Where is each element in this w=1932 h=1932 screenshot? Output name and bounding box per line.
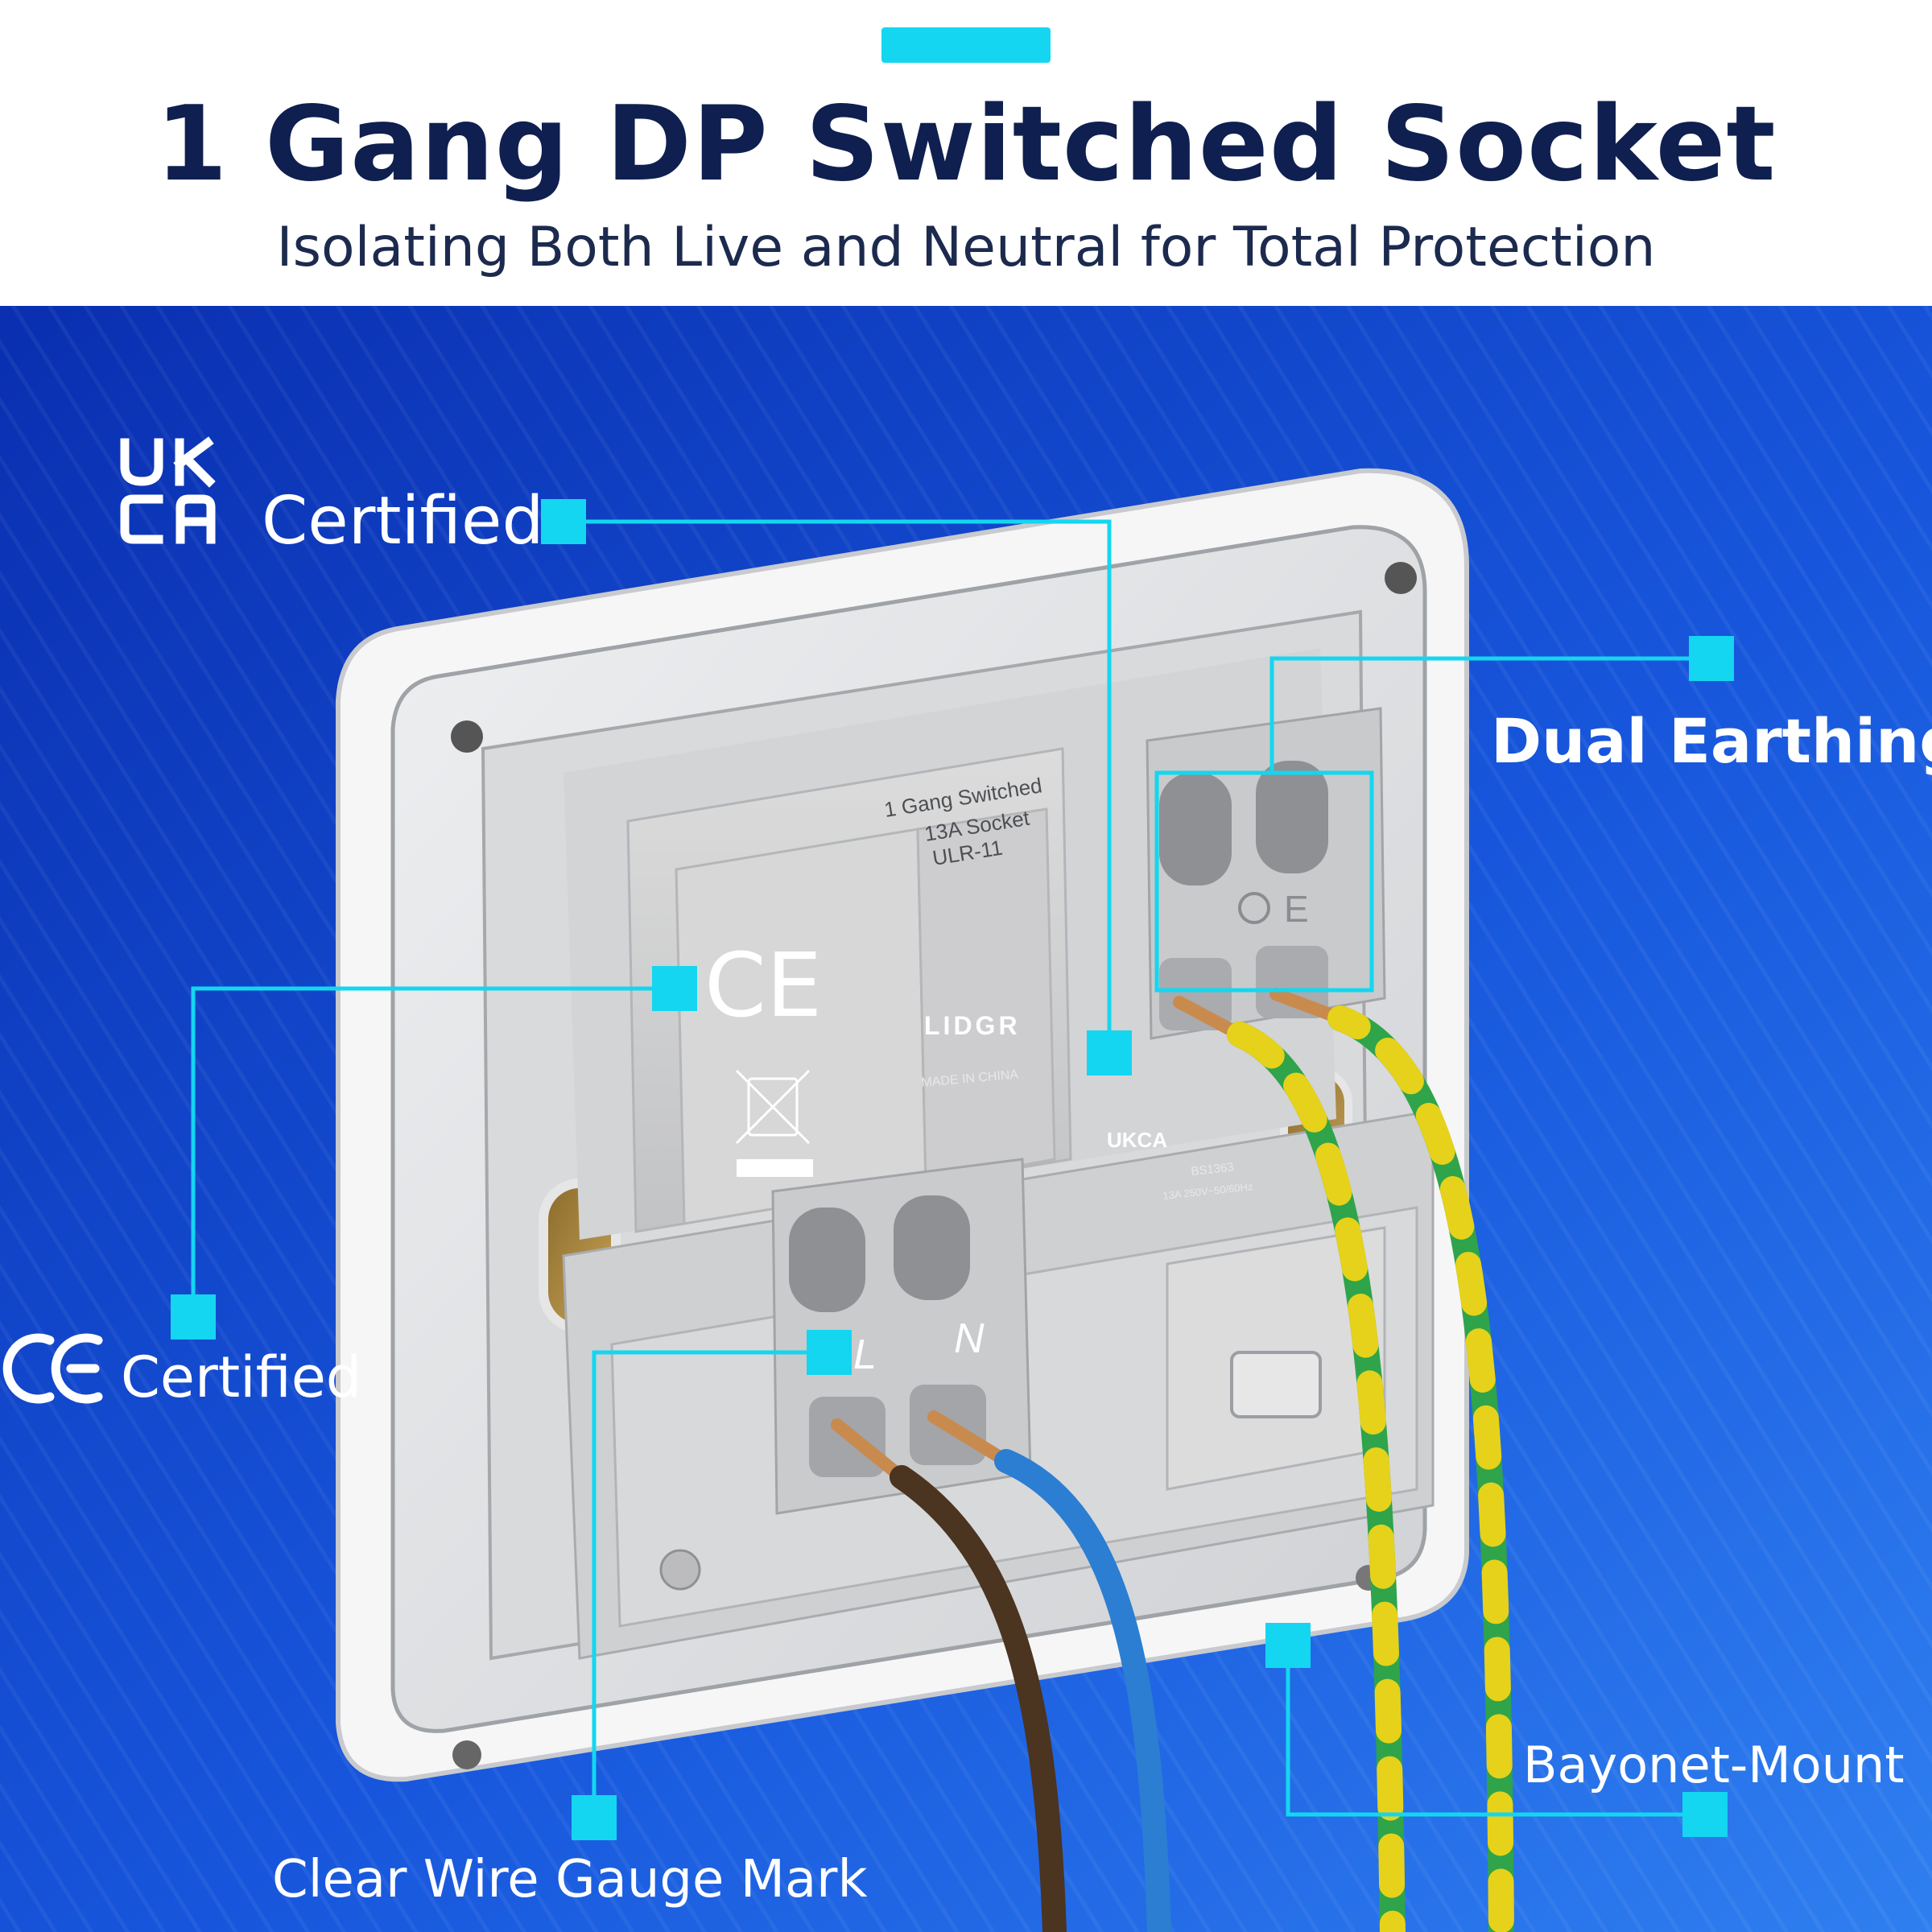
dual-earthing-label: Dual Earthing (1491, 705, 1932, 777)
accent-bar (881, 27, 1051, 63)
earth-wire-1-stripe (1227, 1022, 1406, 1932)
wires (831, 988, 1514, 1932)
ukca-mark-on-socket: UKCA (1107, 1128, 1167, 1152)
screw-hole-top-right (1385, 562, 1417, 594)
weee-bin-icon (735, 1069, 813, 1177)
callout-marker-bayonet-label (1682, 1792, 1728, 1837)
bayonet-mount-label: Bayonet-Mount (1523, 1736, 1905, 1794)
body-screw (659, 1549, 701, 1591)
screw-hole-top-left (451, 720, 483, 753)
socket-brand-mark: LIDGR (924, 1011, 1021, 1040)
page-subtitle: Isolating Both Live and Neutral for Tota… (276, 216, 1656, 279)
callout-marker-bayonet-product (1265, 1623, 1311, 1668)
callout-line-wire-gauge (592, 1350, 811, 1815)
callout-marker-wire-gauge-product (807, 1330, 852, 1375)
callout-line-ukca (564, 519, 1112, 1051)
callout-marker-wire-gauge-label (572, 1795, 617, 1840)
ce-logo (2, 1333, 103, 1404)
blue-neutral-wire (994, 1449, 1171, 1932)
switch-rocker (1230, 1351, 1322, 1418)
neutral-copper-core (927, 1410, 1013, 1468)
brown-live-wire (890, 1465, 1067, 1932)
header: 1 Gang DP Switched Socket Isolating Both… (0, 0, 1932, 306)
callout-marker-ukca-product (1087, 1030, 1132, 1075)
screw-hole-bottom-left (452, 1740, 481, 1769)
ukca-logo (120, 436, 216, 544)
callout-marker-ce-label (171, 1294, 216, 1340)
product-illustration: 1 Gang Switched 13A Socket ULR-11 LIDGR … (0, 306, 1932, 1932)
terminal-e-label: E (1284, 888, 1309, 930)
callout-lines (191, 519, 1727, 1817)
terminal-l-label: L (853, 1331, 877, 1378)
ce-mark-on-socket: CE (704, 934, 822, 1037)
earth-wire-2-stripe (1327, 1005, 1514, 1932)
earth-terminal-block (1146, 707, 1386, 1040)
callout-line-dual-earthing (1269, 656, 1727, 774)
earth-terminal-highlight (1154, 770, 1374, 993)
ukca-certified-label: Certified (262, 483, 544, 559)
page-title: 1 Gang DP Switched Socket (155, 85, 1777, 204)
ce-certified-label: Certified (121, 1344, 362, 1410)
callout-line-ce (191, 986, 675, 1306)
callout-marker-dual-earthing (1689, 636, 1734, 681)
callout-marker-ce-product (652, 966, 697, 1011)
wire-gauge-label: Clear Wire Gauge Mark (272, 1850, 868, 1909)
terminal-n-label: N (954, 1315, 985, 1362)
callout-markers (171, 499, 1734, 1840)
callout-line-bayonet (1286, 1645, 1705, 1817)
product-scene: 1 Gang Switched 13A Socket ULR-11 LIDGR … (0, 306, 1932, 1932)
earth-symbol-icon (1238, 892, 1270, 924)
live-copper-core (831, 1418, 908, 1484)
callout-marker-ukca-label (541, 499, 586, 544)
standard-mark: BS1363 (1191, 1160, 1235, 1178)
